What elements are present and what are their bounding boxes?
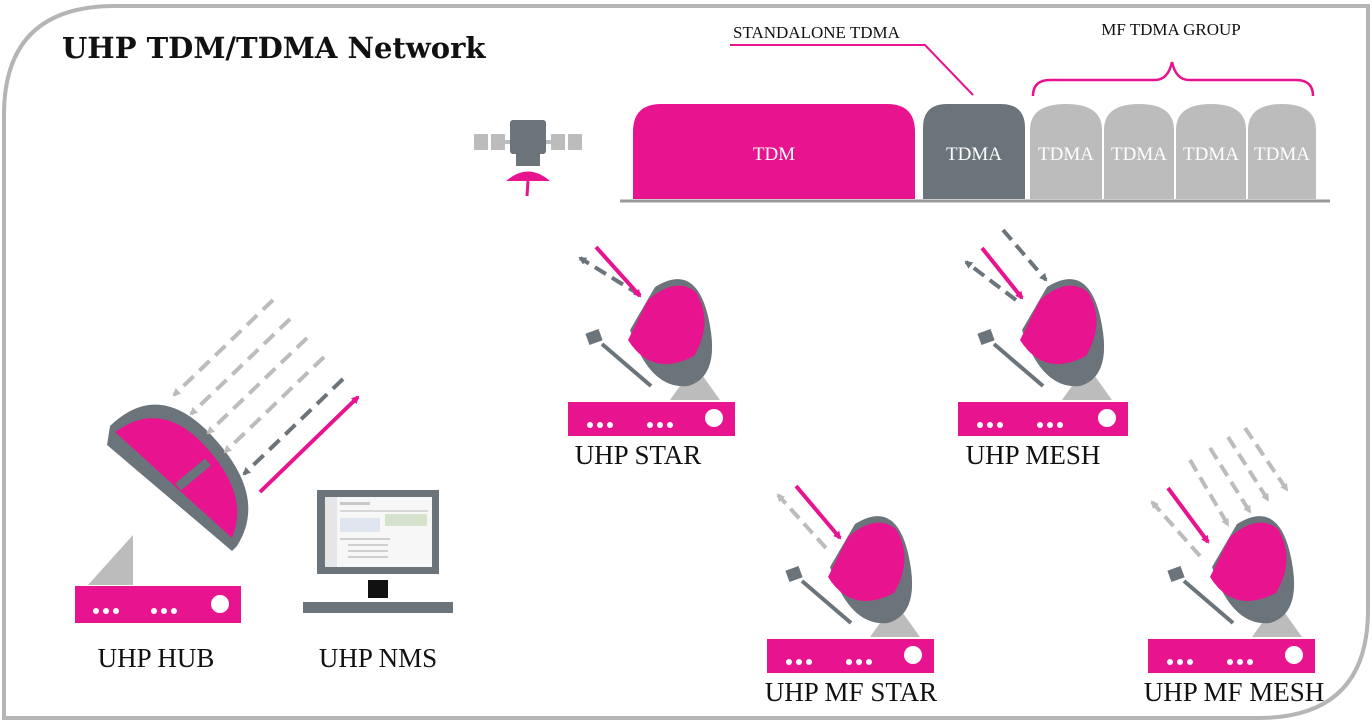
star-label: UHP STAR (575, 440, 702, 470)
group-tdma-label: TDMA (1038, 144, 1094, 165)
mesh-modem-icon (958, 402, 1128, 436)
diagram-title: UHP TDM/TDMA Network (62, 31, 486, 65)
mesh-arrows (964, 228, 1048, 302)
standalone-tdma-carrier (923, 104, 1025, 199)
group-tdma-label: TDMA (1111, 144, 1167, 165)
mf-star-antenna-icon (785, 516, 920, 637)
diagram-frame (2, 3, 1370, 720)
mf-mesh-antenna-icon (1167, 516, 1302, 637)
star-arrows (578, 245, 642, 298)
tdm-carrier (633, 104, 915, 199)
hub-antenna-icon (88, 404, 249, 585)
nms-monitor-icon (303, 490, 453, 613)
star-modem-icon (568, 402, 735, 436)
mf-star-label: UHP MF STAR (765, 677, 937, 707)
spectrum-diagram: TDM TDMA TDMA TDMA TDMA TDMA STANDALONE … (620, 20, 1330, 203)
mf-star-modem-icon (767, 639, 934, 673)
mesh-label: UHP MESH (966, 440, 1101, 470)
nms-label: UHP NMS (319, 643, 437, 673)
mf-mesh-arrows (1150, 426, 1289, 558)
mesh-antenna-icon (977, 279, 1112, 400)
standalone-tdma-annotation: STANDALONE TDMA (733, 23, 901, 42)
hub-label: UHP HUB (98, 643, 215, 673)
standalone-leader-line (730, 44, 974, 96)
hub-modem-icon (75, 586, 241, 623)
mf-tdma-group-annotation: MF TDMA GROUP (1101, 20, 1241, 39)
group-tdma-label: TDMA (1254, 144, 1310, 165)
group-tdma-carrier (1030, 104, 1102, 199)
standalone-tdma-label: TDMA (946, 144, 1002, 165)
group-tdma-carrier (1104, 104, 1174, 199)
mf-mesh-label: UHP MF MESH (1144, 677, 1325, 707)
hub-arrows (172, 298, 360, 494)
group-bracket (1031, 61, 1315, 97)
satellite-icon (474, 120, 582, 197)
mf-star-arrows (776, 484, 842, 550)
star-antenna-icon (585, 279, 720, 400)
mf-mesh-modem-icon (1148, 639, 1315, 673)
group-tdma-carrier (1248, 104, 1316, 199)
group-tdma-label: TDMA (1183, 144, 1239, 165)
group-tdma-carrier (1176, 104, 1246, 199)
tdm-label: TDM (753, 144, 795, 165)
